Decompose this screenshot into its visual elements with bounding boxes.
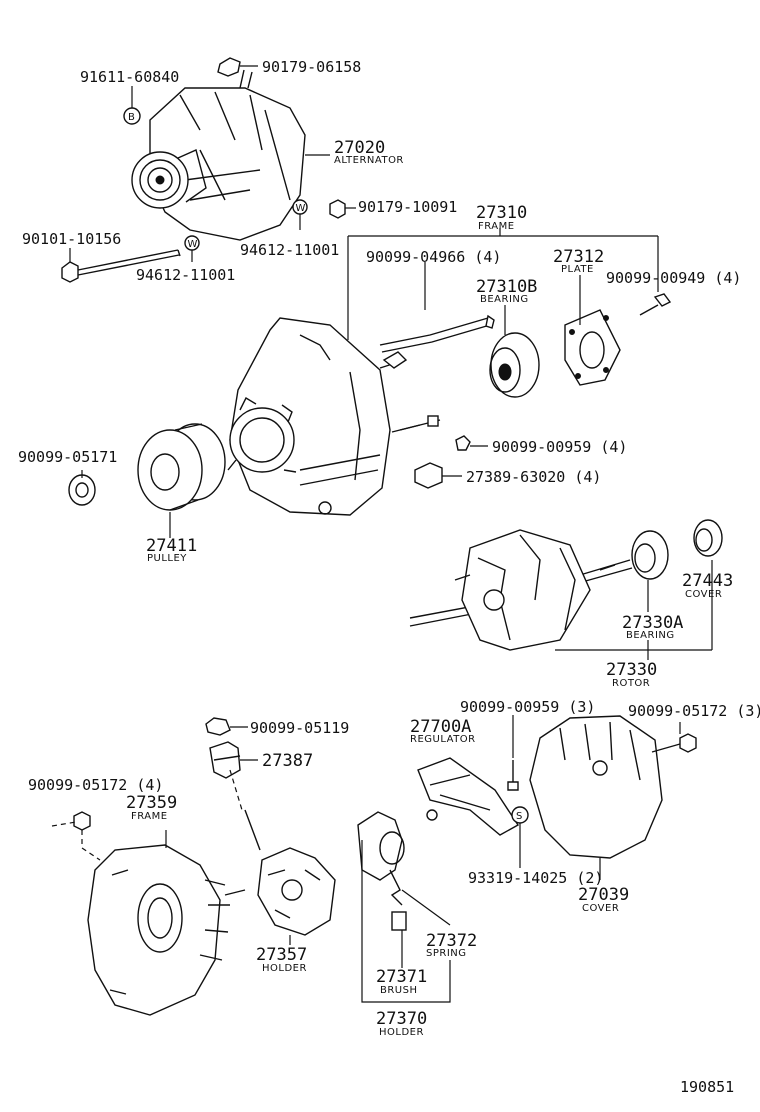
rear-cover-27039-icon [529, 715, 663, 859]
insulator-27389-63020-icon [414, 462, 443, 489]
label-94612-11001-b: 94612-11001 [136, 266, 235, 284]
label-frame-bottom: FRAME [131, 811, 168, 822]
bolt-90099-04966-icon [379, 314, 495, 369]
label-90179-10091: 90179-10091 [358, 198, 457, 216]
label-27387: 27387 [262, 751, 313, 771]
label-90099-05119: 90099-05119 [250, 719, 349, 737]
washer-w-symbol: W [188, 239, 198, 250]
insulator-27387-icon [209, 741, 241, 779]
regulator-27700A-icon [417, 757, 519, 836]
washer-w-symbol: W [296, 203, 306, 214]
label-27371: 27371 [376, 967, 427, 987]
washer-s-symbol: S [516, 811, 523, 822]
label-plate: PLATE [561, 264, 594, 275]
label-27359: 27359 [126, 793, 177, 813]
label-brush: BRUSH [380, 985, 418, 996]
washer-91611-60840-icon: B [123, 107, 141, 125]
screw-90099-00949-icon [639, 293, 672, 316]
alternator-assembly-drawing [131, 69, 306, 241]
label-pulley: PULLEY [147, 553, 187, 564]
label-91611-60840: 91611-60840 [80, 68, 179, 86]
label-holder-a: HOLDER [262, 963, 307, 974]
label-27372: 27372 [426, 931, 477, 951]
label-27330: 27330 [606, 660, 657, 680]
label-27700A: 27700A [410, 717, 471, 737]
label-bearing-b: BEARING [626, 630, 675, 641]
nut-90179-06158-icon [217, 57, 241, 77]
label-27039: 27039 [578, 885, 629, 905]
washer-94612-11001-right-icon: W [292, 199, 308, 215]
label-90101-10156: 90101-10156 [22, 230, 121, 248]
label-94612-11001-a: 94612-11001 [240, 241, 339, 259]
label-27310B: 27310B [476, 277, 537, 297]
label-90099-00949: 90099-00949 (4) [606, 269, 741, 287]
label-90179-06158: 90179-06158 [262, 58, 361, 76]
label-rotor: ROTOR [612, 678, 650, 689]
label-90099-04966: 90099-04966 (4) [366, 248, 501, 266]
nut-90099-05172-4-icon [73, 811, 91, 831]
brush-holder-27370-icon [357, 811, 407, 931]
nut-90099-00959-icon [455, 435, 471, 451]
terminal-bolt-icon [399, 415, 441, 431]
bearing-27330A-icon [631, 530, 669, 580]
label-27370: 27370 [376, 1009, 427, 1029]
label-90099-05172-4: 90099-05172 (4) [28, 776, 163, 794]
callout-labels: 91611-60840 90179-06158 27020 ALTERNATOR… [18, 58, 760, 1096]
label-spring: SPRING [426, 948, 467, 959]
label-cover-b: COVER [582, 903, 619, 914]
label-90099-05172-3: 90099-05172 (3) [628, 702, 760, 720]
label-27443: 27443 [682, 571, 733, 591]
screw-90099-00959-3-icon [507, 760, 519, 791]
nut-90099-05119-icon [205, 717, 231, 736]
rectifier-holder-27357-icon [244, 809, 336, 936]
drawing-number: 190851 [680, 1078, 734, 1096]
label-holder-b: HOLDER [379, 1027, 424, 1038]
nut-90099-05171-icon [68, 474, 96, 506]
label-bearing-a: BEARING [480, 294, 529, 305]
label-alternator: ALTERNATOR [334, 155, 404, 166]
label-regulator: REGULATOR [410, 734, 476, 745]
label-27411: 27411 [146, 536, 197, 556]
label-93319-14025: 93319-14025 (2) [468, 869, 603, 887]
label-27389-63020: 27389-63020 (4) [466, 468, 601, 486]
label-27312: 27312 [553, 247, 604, 267]
label-frame-top: FRAME [478, 221, 515, 232]
nut-90099-05172-3-icon [679, 733, 697, 753]
leader-lines [51, 65, 713, 1003]
frame-27359-drawing [87, 844, 246, 1016]
rotor-27330-drawing [409, 529, 633, 651]
label-27310: 27310 [476, 203, 527, 223]
frame-27310-drawing [227, 317, 421, 516]
washer-94612-11001-left-icon: W [184, 235, 200, 251]
label-90099-00959-4: 90099-00959 (4) [492, 438, 627, 456]
plate-27312-icon [564, 309, 621, 386]
label-27357: 27357 [256, 945, 307, 965]
label-90099-05171: 90099-05171 [18, 448, 117, 466]
pulley-27411-icon [137, 423, 226, 511]
label-27020: 27020 [334, 138, 385, 158]
label-27330A: 27330A [622, 613, 683, 633]
cover-27443-icon [693, 519, 723, 557]
washer-93319-14025-icon: S [511, 806, 529, 824]
bearing-27310B-icon [489, 332, 540, 398]
washer-b-symbol: B [128, 112, 135, 123]
bolt-90179-10091-icon [329, 199, 346, 219]
label-cover-a: COVER [685, 589, 722, 600]
label-90099-00959-3: 90099-00959 (3) [460, 698, 595, 716]
